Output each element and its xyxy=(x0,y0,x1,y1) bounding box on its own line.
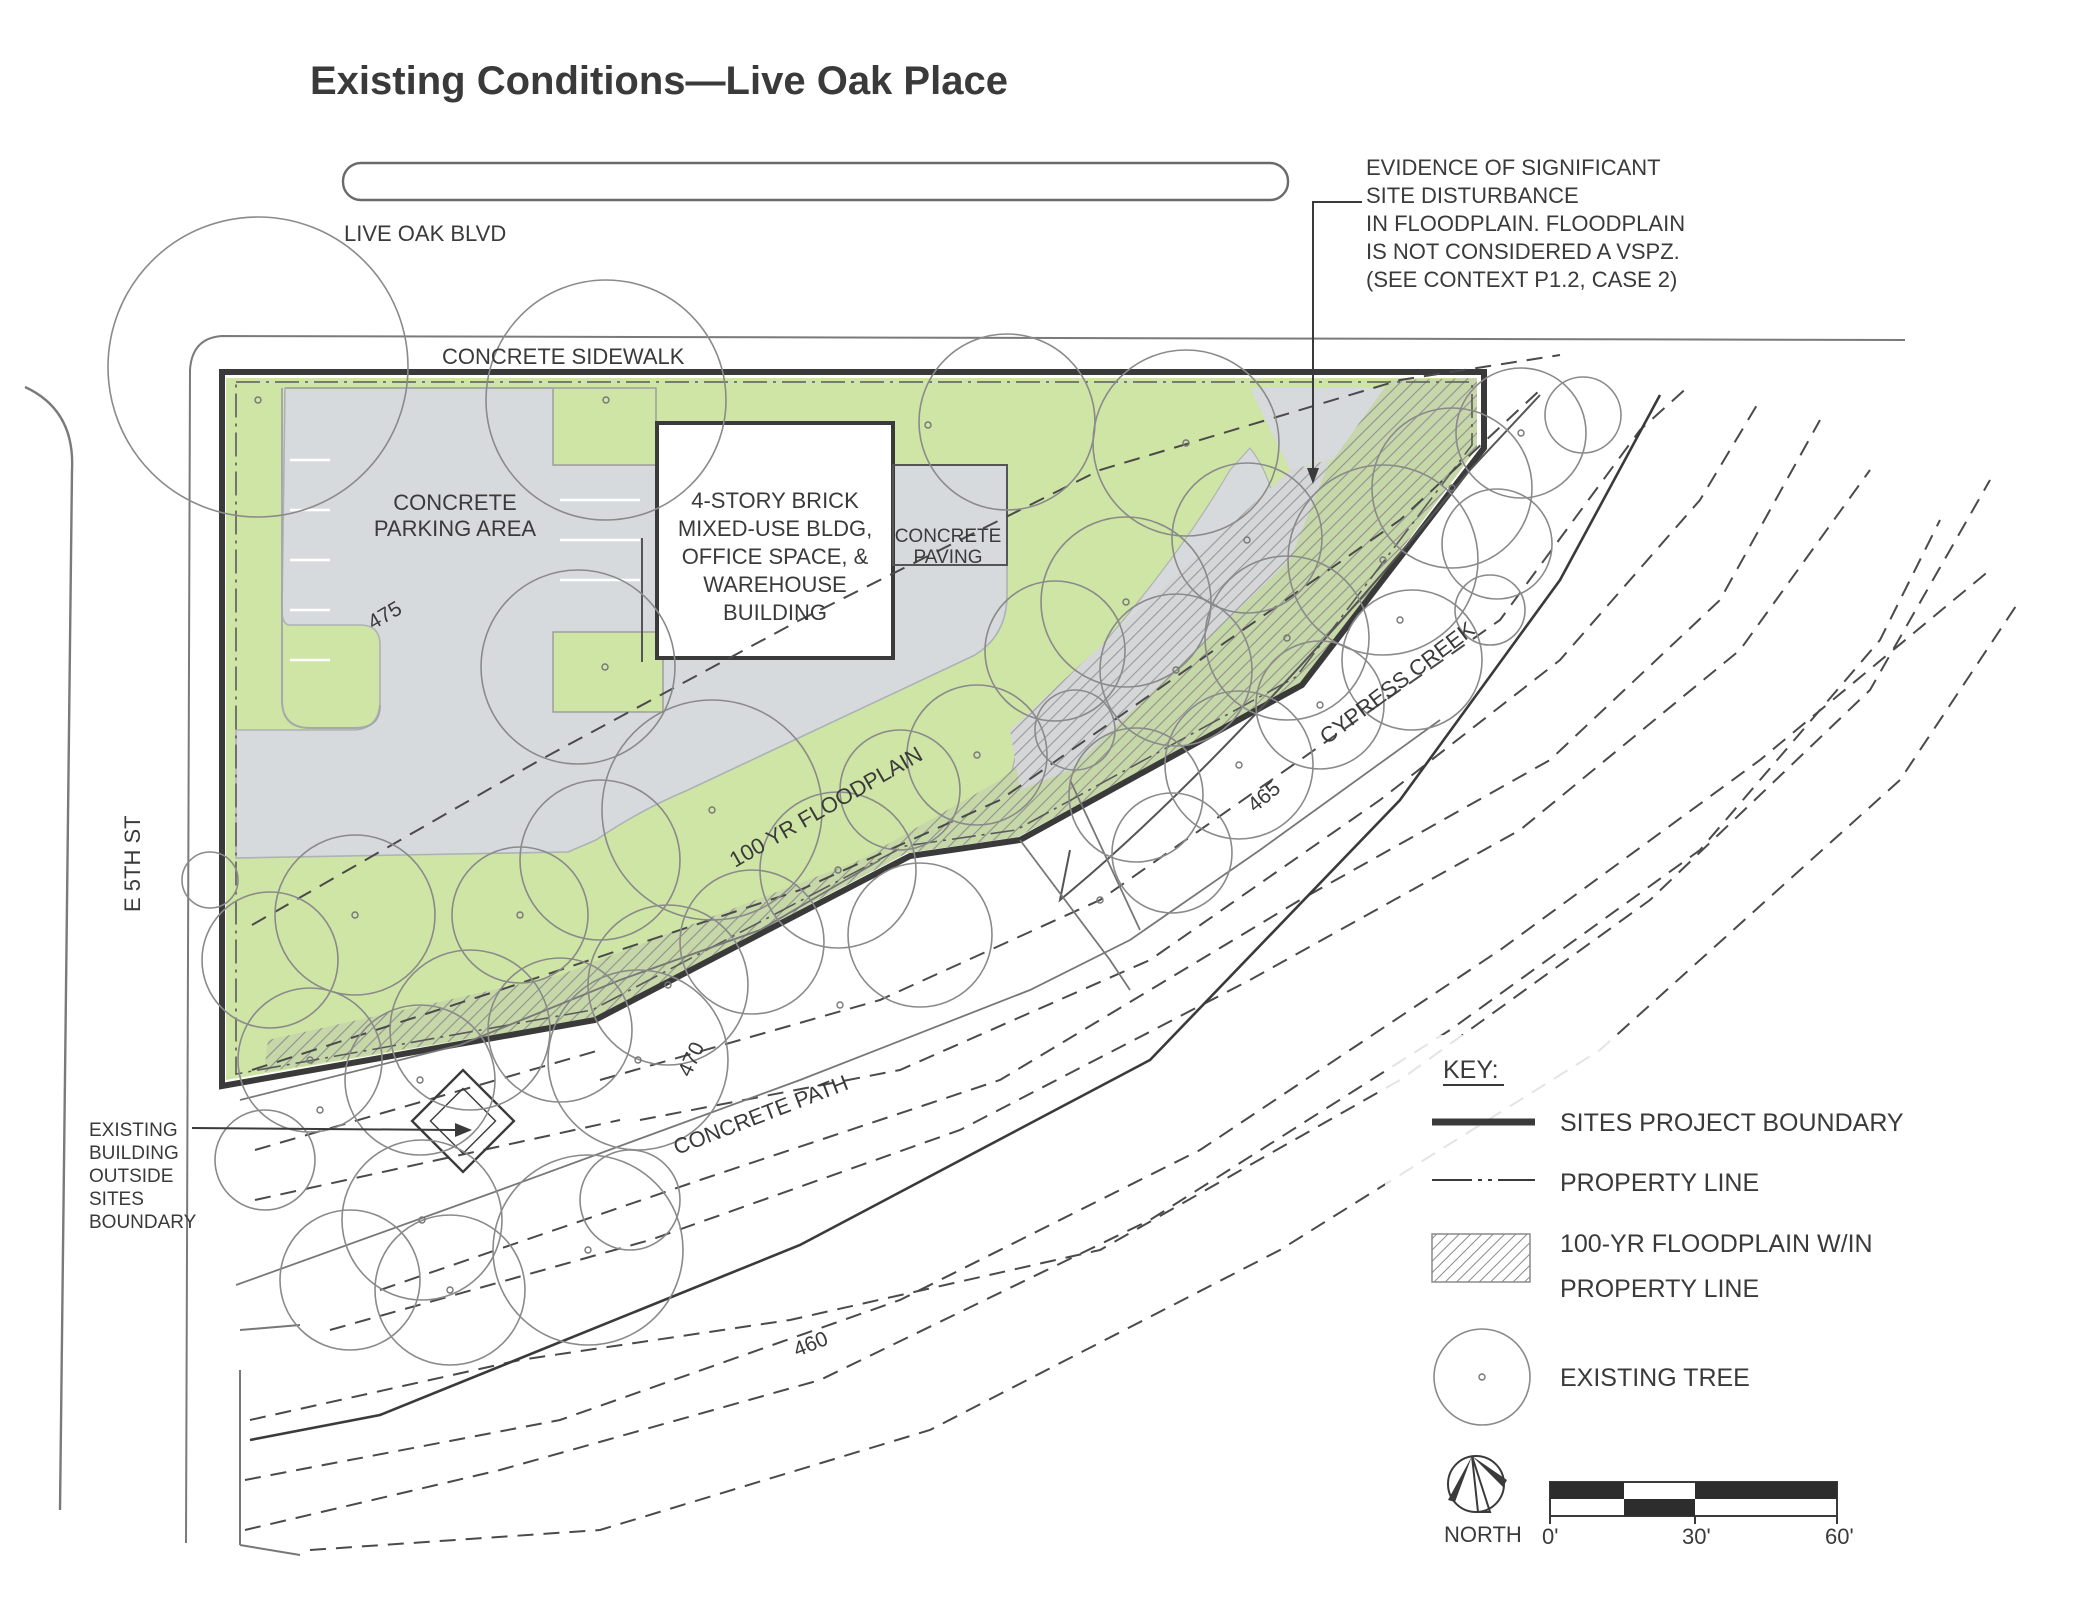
label-building-2: MIXED-USE BLDG, xyxy=(678,516,872,541)
street-label-live-oak-blvd: LIVE OAK BLVD xyxy=(344,221,506,246)
label-concrete-parking-2: PARKING AREA xyxy=(374,516,537,541)
floodplain-hatch xyxy=(264,378,1477,1072)
property-line xyxy=(235,381,1473,1075)
label-concrete-parking-1: CONCRETE xyxy=(393,490,516,515)
label-building-1: 4-STORY BRICK xyxy=(691,488,859,513)
existing-building-note: EXISTING BUILDING OUTSIDE SITES BOUNDARY xyxy=(89,1120,197,1233)
concrete-path-edge-south xyxy=(235,719,1441,1286)
label-concrete-path: CONCRETE PATH xyxy=(670,1070,852,1160)
legend-floodplain-swatch xyxy=(1431,1233,1531,1283)
curb-west xyxy=(185,369,191,1544)
existing-building-inner xyxy=(429,1087,497,1155)
cypress-creek-bank-north xyxy=(1058,394,1541,903)
disturbance-leader-arrow xyxy=(1307,468,1319,484)
contour-label-465: 465 xyxy=(1243,777,1285,817)
scale-tick-30: 30' xyxy=(1682,1524,1711,1549)
disturbance-leader xyxy=(1312,201,1362,470)
lawn-strip-west xyxy=(236,388,282,708)
street-label-e5th-st: E 5TH ST xyxy=(120,815,145,912)
parking-stalls xyxy=(290,458,640,662)
legend-tree-label: EXISTING TREE xyxy=(1560,1364,1750,1392)
road-median xyxy=(341,161,1290,202)
legend: KEY: SITES PROJECT BOUNDARY PROPERTY LIN… xyxy=(1385,1035,2025,1555)
existing-trees xyxy=(107,216,1622,1366)
disturbance-note-line-2: SITE DISTURBANCE xyxy=(1366,183,1579,208)
label-concrete-paving-1: CONCRETE xyxy=(895,526,1002,547)
disturbance-note-line-4: IS NOT CONSIDERED A VSPZ. xyxy=(1366,239,1680,264)
existing-building-leader xyxy=(191,1127,456,1131)
label-concrete-paving-2: PAVING xyxy=(914,547,983,568)
existing-building-note-line-1: EXISTING xyxy=(89,1120,178,1141)
contour-label-460: 460 xyxy=(790,1327,831,1361)
existing-building-outside xyxy=(410,1068,516,1174)
legend-tree-dot xyxy=(1478,1373,1486,1381)
disturbance-note-line-5: (SEE CONTEXT P1.2, CASE 2) xyxy=(1366,267,1677,292)
legend-tree-swatch xyxy=(1433,1328,1531,1426)
legend-floodplain-label-1: 100-YR FLOODPLAIN W/IN xyxy=(1560,1230,1873,1258)
parking-curb-outline xyxy=(281,387,554,729)
legend-boundary-label: SITES PROJECT BOUNDARY xyxy=(1560,1109,1904,1137)
floodplain-disturbance-hatch xyxy=(1010,460,1330,790)
north-label: NORTH xyxy=(1444,1522,1522,1547)
existing-building-leader-arrow xyxy=(455,1123,472,1137)
scale-bar xyxy=(1549,1481,1838,1524)
legend-floodplain-label-2: PROPERTY LINE xyxy=(1560,1275,1759,1303)
contour-label-470: 470 xyxy=(674,1039,710,1080)
legend-heading: KEY: xyxy=(1443,1056,1499,1084)
legend-property-line-label: PROPERTY LINE xyxy=(1560,1169,1759,1197)
building-annex xyxy=(892,464,1008,566)
e5th-street-edge xyxy=(24,385,74,1511)
lawn-island-south xyxy=(552,631,664,713)
path-stub-west xyxy=(239,1324,301,1556)
main-building xyxy=(655,421,895,660)
cypress-creek-centerline xyxy=(249,394,1662,1442)
scale-tick-0: 0' xyxy=(1542,1524,1558,1549)
scale-tick-60: 60' xyxy=(1825,1524,1854,1549)
existing-building-note-line-2: BUILDING xyxy=(89,1143,179,1164)
page-title: Existing Conditions—Live Oak Place xyxy=(310,59,1008,103)
label-building-5: BUILDING xyxy=(723,600,827,625)
existing-building-note-line-5: BOUNDARY xyxy=(89,1212,197,1233)
concrete-path-edge-north xyxy=(239,839,1131,1101)
curb-north xyxy=(189,334,1906,371)
existing-building-note-line-3: OUTSIDE xyxy=(89,1166,173,1187)
disturbance-note-line-1: EVIDENCE OF SIGNIFICANT xyxy=(1366,155,1661,180)
existing-building-note-line-4: SITES xyxy=(89,1189,144,1210)
disturbance-note-line-3: IN FLOODPLAIN. FLOODPLAIN xyxy=(1366,211,1685,236)
tree-center-dots xyxy=(254,396,1525,1294)
north-arrow xyxy=(1447,1455,1507,1513)
disturbance-note: EVIDENCE OF SIGNIFICANT SITE DISTURBANCE… xyxy=(1366,155,1685,292)
label-building-3: OFFICE SPACE, & xyxy=(682,544,869,569)
label-concrete-sidewalk: CONCRETE SIDEWALK xyxy=(442,344,685,369)
lawn-island-north xyxy=(552,387,657,466)
label-building-4: WAREHOUSE xyxy=(703,572,846,597)
